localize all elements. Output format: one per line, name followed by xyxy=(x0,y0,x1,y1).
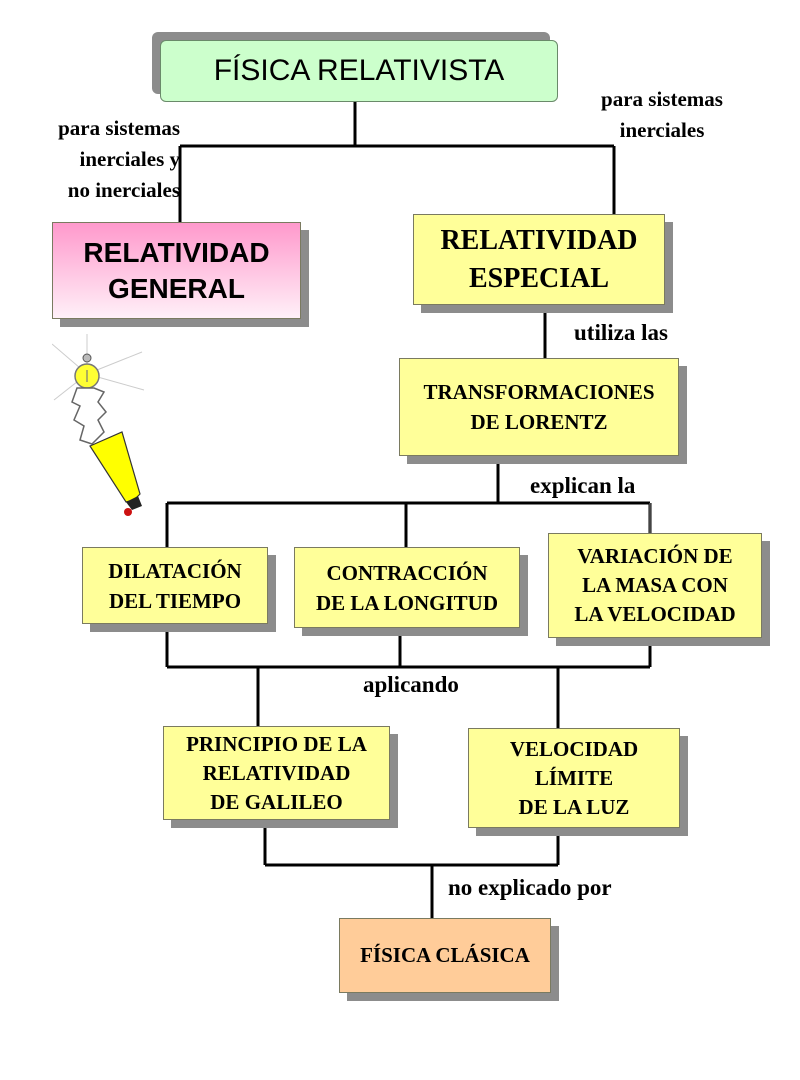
uses-label: utiliza las xyxy=(574,320,668,345)
special-condition-label: para sistemas inerciales xyxy=(601,87,723,142)
galileo-text: PRINCIPIO DE LA RELATIVIDAD DE GALILEO xyxy=(186,731,367,814)
flashlight-illustration xyxy=(52,334,145,516)
mass-variation-box: VARIACIÓN DE LA MASA CON LA VELOCIDAD xyxy=(548,533,762,638)
special-relativity-box: RELATIVIDAD ESPECIAL xyxy=(413,214,665,305)
length-contraction-box: CONTRACCIÓN DE LA LONGITUD xyxy=(294,547,520,628)
mass-variation-text: VARIACIÓN DE LA MASA CON LA VELOCIDAD xyxy=(574,544,736,626)
galileo-box: PRINCIPIO DE LA RELATIVIDAD DE GALILEO xyxy=(163,726,390,820)
classical-physics-box: FÍSICA CLÁSICA xyxy=(339,918,551,993)
lorentz-text: TRANSFORMACIONES DE LORENTZ xyxy=(423,380,655,434)
lorentz-box: TRANSFORMACIONES DE LORENTZ xyxy=(399,358,679,456)
not-explained-label: no explicado por xyxy=(448,875,612,900)
title-text: FÍSICA RELATIVISTA xyxy=(213,54,505,87)
general-relativity-box: RELATIVIDAD GENERAL xyxy=(52,222,301,319)
time-dilation-box: DILATACIÓN DEL TIEMPO xyxy=(82,547,268,624)
applying-label: aplicando xyxy=(363,672,459,697)
special-relativity-text: RELATIVIDAD ESPECIAL xyxy=(440,224,638,294)
general-relativity-text: RELATIVIDAD GENERAL xyxy=(83,236,270,304)
light-speed-text: VELOCIDAD LÍMITE DE LA LUZ xyxy=(509,736,639,819)
classical-physics-text: FÍSICA CLÁSICA xyxy=(360,943,530,967)
length-contraction-text: CONTRACCIÓN DE LA LONGITUD xyxy=(315,560,499,615)
time-dilation-text: DILATACIÓN DEL TIEMPO xyxy=(108,558,242,613)
explain-label: explican la xyxy=(530,473,636,498)
light-speed-box: VELOCIDAD LÍMITE DE LA LUZ xyxy=(468,728,680,828)
title-box: FÍSICA RELATIVISTA xyxy=(160,40,558,102)
general-condition-label: para sistemas inerciales y no inerciales xyxy=(58,116,180,202)
